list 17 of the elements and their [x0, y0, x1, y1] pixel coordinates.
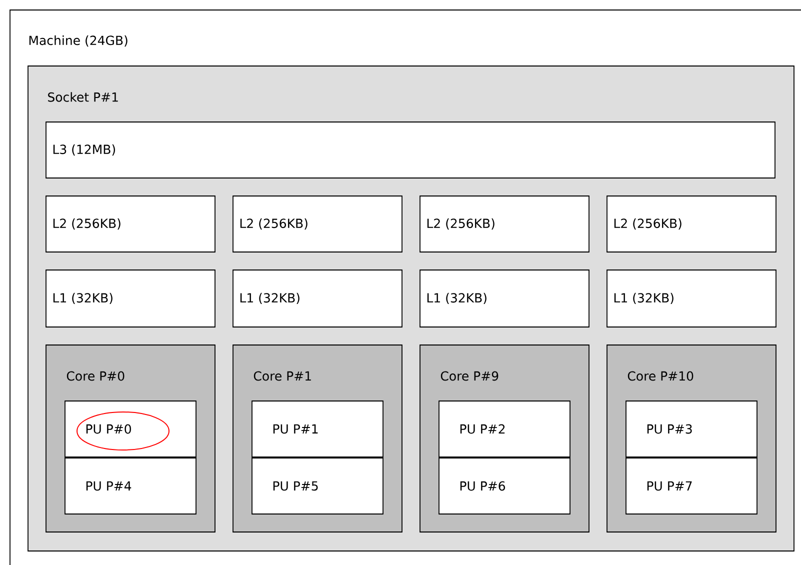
cache-box: L1 (32KB)	[606, 270, 776, 328]
pu-box: PU P#6	[438, 458, 570, 514]
pu-box: PU P#2	[438, 400, 570, 458]
cache-box: L2 (256KB)	[232, 196, 402, 252]
cache-box: L1 (32KB)	[420, 270, 590, 328]
pu-box: PU P#0	[64, 400, 196, 458]
cache-box: L2 (256KB)	[46, 196, 216, 252]
pu-box: PU P#1	[252, 400, 384, 458]
pu-box: PU P#5	[252, 458, 384, 514]
cache-box: L2 (256KB)	[420, 196, 590, 252]
cache-box: L2 (256KB)	[606, 196, 776, 252]
pu-box: PU P#7	[626, 458, 758, 514]
cache-box: L1 (32KB)	[232, 270, 402, 328]
cache-box: L1 (32KB)	[46, 270, 216, 328]
pu-box: PU P#4	[64, 458, 196, 514]
pu-box: PU P#3	[626, 400, 758, 458]
cache-box: L3 (12MB)	[46, 122, 776, 178]
